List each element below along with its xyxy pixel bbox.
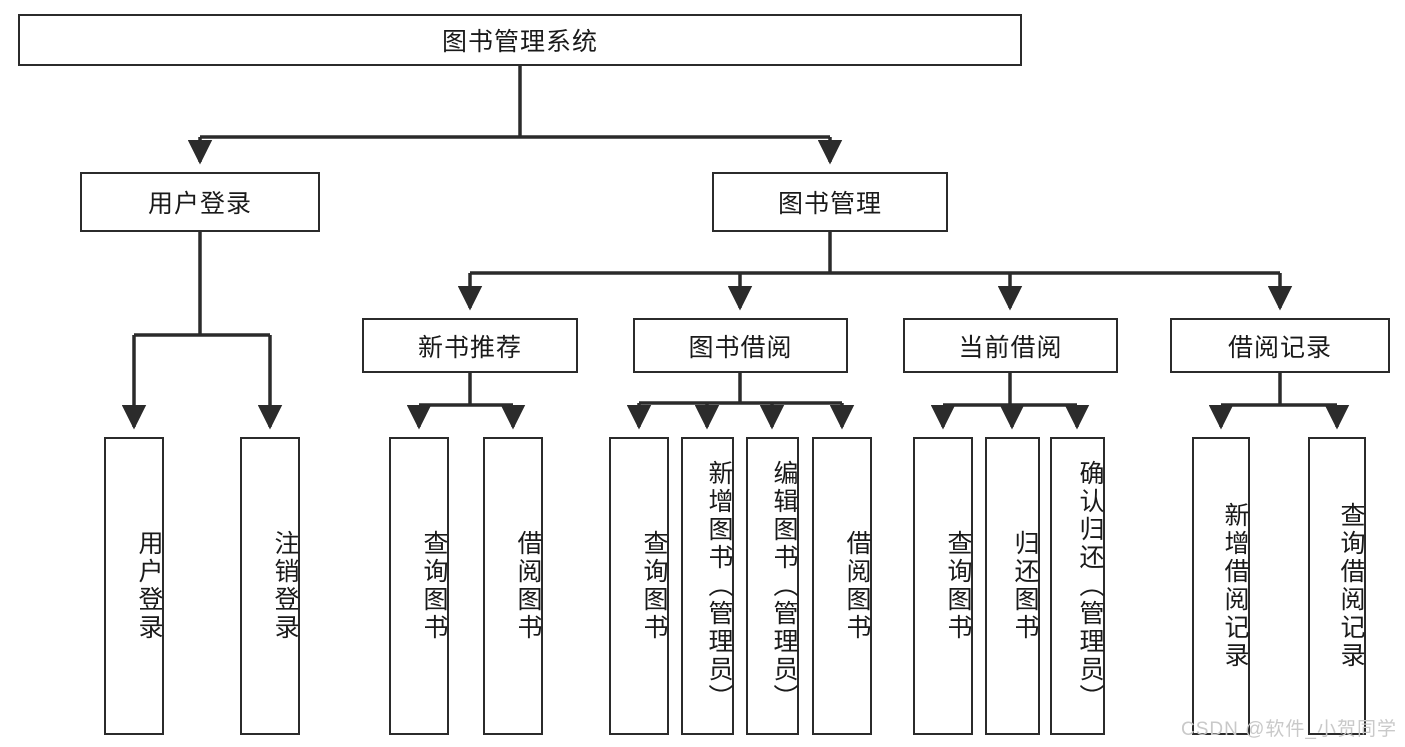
node-root-label: 图书管理系统 [441,28,598,56]
node-leaf-add-book-label: 新增图书（管理员） [705,460,733,712]
node-user-login-label: 用户登录 [147,190,252,218]
node-leaf-borrow-book-2[interactable]: 借阅图书 [812,437,872,735]
node-leaf-edit-book[interactable]: 编辑图书（管理员） [746,437,799,735]
node-user-login[interactable]: 用户登录 [80,172,320,232]
node-leaf-add-record-label: 新增借阅记录 [1221,502,1249,670]
csdn-watermark: CSDN @软件_小贺同学 [1181,719,1397,740]
node-leaf-add-record[interactable]: 新增借阅记录 [1192,437,1250,735]
node-leaf-query-book-3[interactable]: 查询图书 [913,437,973,735]
node-leaf-query-book-1[interactable]: 查询图书 [389,437,449,735]
node-leaf-query-book-3-label: 查询图书 [944,530,972,642]
node-leaf-borrow-book-2-label: 借阅图书 [843,530,871,642]
node-leaf-query-record-label: 查询借阅记录 [1337,502,1365,670]
node-borrow-record-label: 借阅记录 [1227,333,1332,362]
node-leaf-query-book-1-label: 查询图书 [420,530,448,642]
node-leaf-user-login-label: 用户登录 [135,530,163,642]
node-new-book-recommend-label: 新书推荐 [417,333,522,362]
node-current-borrow-label: 当前借阅 [958,333,1063,362]
node-leaf-confirm-return[interactable]: 确认归还（管理员） [1050,437,1105,735]
node-leaf-logout-label: 注销登录 [271,530,299,642]
node-leaf-query-book-2-label: 查询图书 [640,530,668,642]
node-root[interactable]: 图书管理系统 [18,14,1022,66]
node-leaf-add-book[interactable]: 新增图书（管理员） [681,437,734,735]
node-leaf-confirm-return-label: 确认归还（管理员） [1076,460,1104,712]
node-leaf-borrow-book-1[interactable]: 借阅图书 [483,437,543,735]
node-book-manage[interactable]: 图书管理 [712,172,948,232]
node-leaf-return-book-label: 归还图书 [1011,530,1039,642]
node-leaf-return-book[interactable]: 归还图书 [985,437,1040,735]
node-book-borrow-label: 图书借阅 [688,333,793,362]
node-leaf-logout[interactable]: 注销登录 [240,437,300,735]
node-leaf-borrow-book-1-label: 借阅图书 [514,530,542,642]
node-leaf-user-login[interactable]: 用户登录 [104,437,164,735]
node-leaf-edit-book-label: 编辑图书（管理员） [770,460,798,712]
node-leaf-query-book-2[interactable]: 查询图书 [609,437,669,735]
node-book-borrow[interactable]: 图书借阅 [633,318,848,373]
node-book-manage-label: 图书管理 [777,190,882,218]
node-leaf-query-record[interactable]: 查询借阅记录 [1308,437,1366,735]
node-new-book-recommend[interactable]: 新书推荐 [362,318,578,373]
node-current-borrow[interactable]: 当前借阅 [903,318,1118,373]
node-borrow-record[interactable]: 借阅记录 [1170,318,1390,373]
